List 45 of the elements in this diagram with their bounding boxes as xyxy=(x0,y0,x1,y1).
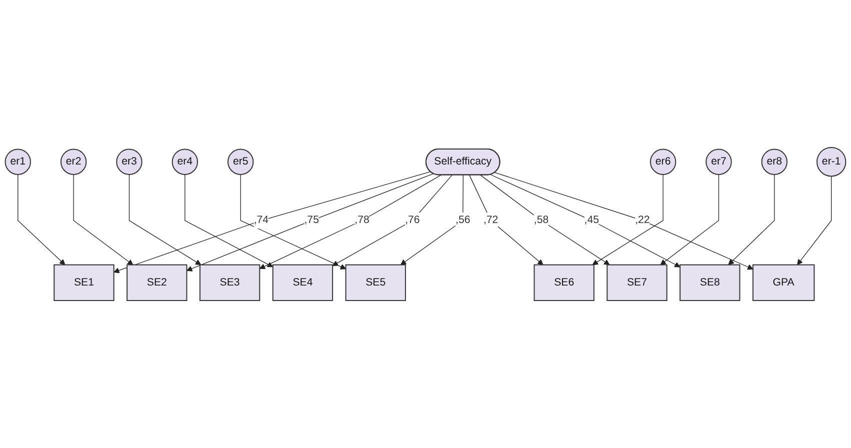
node-box: SE3 xyxy=(199,264,260,302)
arrow xyxy=(660,174,720,266)
arrow xyxy=(728,174,775,266)
arrow xyxy=(114,171,431,274)
edge-label: ,78 xyxy=(354,214,370,226)
edge-label: ,72 xyxy=(483,214,498,226)
arrow xyxy=(259,174,442,270)
arrow xyxy=(184,174,274,268)
node-circle: er3 xyxy=(116,148,142,175)
arrow xyxy=(128,174,202,266)
arrow xyxy=(797,176,832,266)
node-circle: er7 xyxy=(706,148,732,175)
node-box: SE8 xyxy=(680,264,740,302)
arrow xyxy=(592,174,664,266)
node-circle: er-1 xyxy=(816,146,846,177)
node-circle: er8 xyxy=(761,148,788,175)
node-box: SE1 xyxy=(54,264,114,302)
arrow xyxy=(18,174,66,266)
edge-label: ,56 xyxy=(456,214,470,226)
edge-label: ,75 xyxy=(304,214,319,226)
node-circle: er1 xyxy=(4,148,31,175)
arrow xyxy=(73,174,134,266)
arrow xyxy=(494,172,754,270)
edge-label: ,58 xyxy=(534,214,549,226)
arrow xyxy=(490,174,680,268)
edge-label: ,45 xyxy=(584,214,600,226)
arrow xyxy=(240,174,346,270)
node-circle: er6 xyxy=(650,148,676,175)
node-box: SE4 xyxy=(272,264,334,302)
edge-label: ,76 xyxy=(405,214,420,226)
node-box: SE7 xyxy=(606,264,668,302)
node-circle: er4 xyxy=(172,148,198,175)
arrow xyxy=(400,174,464,266)
node-box: SE2 xyxy=(126,264,188,302)
edge-label: ,22 xyxy=(635,214,650,226)
node-box: SE5 xyxy=(345,264,406,302)
node-box: GPA xyxy=(752,264,815,302)
arrow xyxy=(469,174,544,266)
arrow xyxy=(332,174,452,266)
node-box: SE6 xyxy=(534,264,594,302)
edge-label: ,74 xyxy=(254,214,269,226)
arrow xyxy=(480,174,610,266)
node-circle: er2 xyxy=(60,148,87,175)
node-circle: er5 xyxy=(227,148,254,175)
arrow xyxy=(186,173,434,272)
